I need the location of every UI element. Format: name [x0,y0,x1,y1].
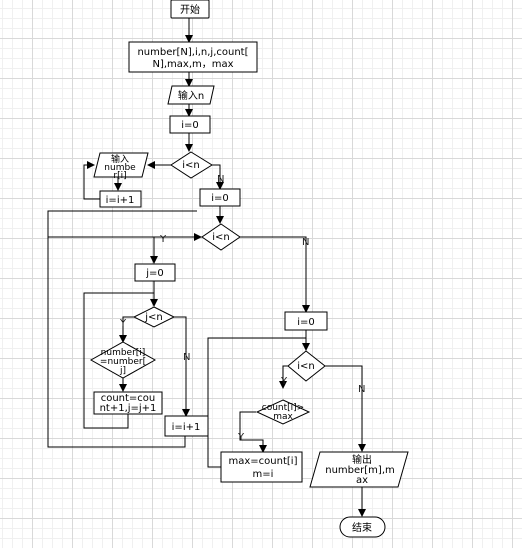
edge-cond3-yes [119,316,134,343]
svg-text:ax: ax [356,475,368,486]
node-inc-i-2[interactable]: i=i+1 [164,415,209,437]
edge-assign-loop [207,337,306,468]
node-init-i-3[interactable]: i=0 [284,311,328,331]
svg-text:i=i+1: i=i+1 [106,195,135,206]
node-declare-variables[interactable]: number[N],i,n,j,count[ N],max,m，max [128,41,258,73]
svg-text:i=i+1: i=i+1 [172,422,201,433]
svg-text:r[i]: r[i] [113,171,126,181]
svg-text:number[i]: number[i] [101,348,146,358]
svg-text:j<n: j<n [144,312,163,323]
svg-text:max: max [273,412,293,422]
node-input-n[interactable]: 输入n [167,85,215,105]
svg-text:number[N],i,n,j,count[: number[N],i,n,j,count[ [137,47,248,58]
svg-text:numbe: numbe [104,163,136,173]
node-init-i-2[interactable]: i=0 [199,188,241,207]
svg-text:输出: 输出 [352,453,372,466]
svg-text:j=0: j=0 [145,268,164,279]
node-output[interactable]: 输出 number[m],m ax [309,451,409,488]
node-cond-i-lt-n-1[interactable]: i<n [170,151,213,179]
node-count-increment[interactable]: count=cou nt+1,j=j+1 [93,391,163,415]
label-yes-3: Y [119,318,127,329]
svg-text:max=count[i]: max=count[i] [229,456,298,467]
svg-text:结束: 结束 [352,521,372,534]
svg-text:i=0: i=0 [297,317,315,328]
node-init-j[interactable]: j=0 [134,263,176,282]
label-yes-2: Y [159,234,167,245]
label-no-1: N [217,174,224,185]
edge-cond4-no [325,365,366,452]
node-cond-i-lt-n-2[interactable]: i<n [201,223,241,251]
edge-cond3-no [174,316,190,417]
label-yes-5: Y [237,432,245,443]
node-cond-number-equal[interactable]: number[i] =number[ j] [89,341,157,379]
svg-text:i=0: i=0 [211,193,229,204]
svg-text:=number[: =number[ [100,357,146,367]
svg-text:j]: j] [119,366,126,376]
svg-text:number[m],m: number[m],m [325,465,395,476]
svg-text:i<n: i<n [212,232,230,243]
svg-text:输入: 输入 [111,153,129,165]
label-no-2: N [302,237,309,248]
edge-count-loop [83,292,154,429]
label-no-4: N [358,384,365,395]
svg-text:count=cou: count=cou [101,393,156,404]
edge-cond4-yes [279,365,288,389]
node-start[interactable]: 开始 [170,0,210,19]
svg-text:N],max,m，max: N],max,m，max [152,59,233,70]
node-input-number[interactable]: 输入 numbe r[i] [93,152,149,181]
edge-inc-loop [83,161,100,200]
node-end[interactable]: 结束 [339,516,386,538]
node-cond-i-lt-n-3[interactable]: i<n [287,350,326,382]
node-assign-max[interactable]: max=count[i] m=i [220,451,303,483]
svg-text:i<n: i<n [297,361,315,372]
svg-text:count[i]>: count[i]> [262,403,304,413]
svg-text:输入n: 输入n [178,89,204,102]
connectors [47,18,366,517]
node-cond-count-gt-max[interactable]: count[i]> max [255,399,311,425]
svg-text:开始: 开始 [180,3,200,16]
node-inc-i-1[interactable]: i=i+1 [99,190,142,208]
edge-cond2-no [240,236,310,313]
edge-cond1-no [212,164,224,190]
svg-text:m=i: m=i [253,469,274,480]
edge-cond5-yes [239,411,267,453]
svg-text:i=0: i=0 [181,120,199,131]
svg-text:i<n: i<n [182,160,200,171]
node-cond-j-lt-n[interactable]: j<n [132,306,176,328]
label-no-3: N [183,352,190,363]
label-yes-4: Y [280,376,288,387]
edge-labels: N Y N Y N Y N Y [119,174,365,443]
svg-text:nt+1,j=j+1: nt+1,j=j+1 [100,403,157,414]
edge-inc2-back [47,210,197,448]
edge-cond2-yes [150,236,202,264]
node-init-i-1[interactable]: i=0 [169,115,211,134]
